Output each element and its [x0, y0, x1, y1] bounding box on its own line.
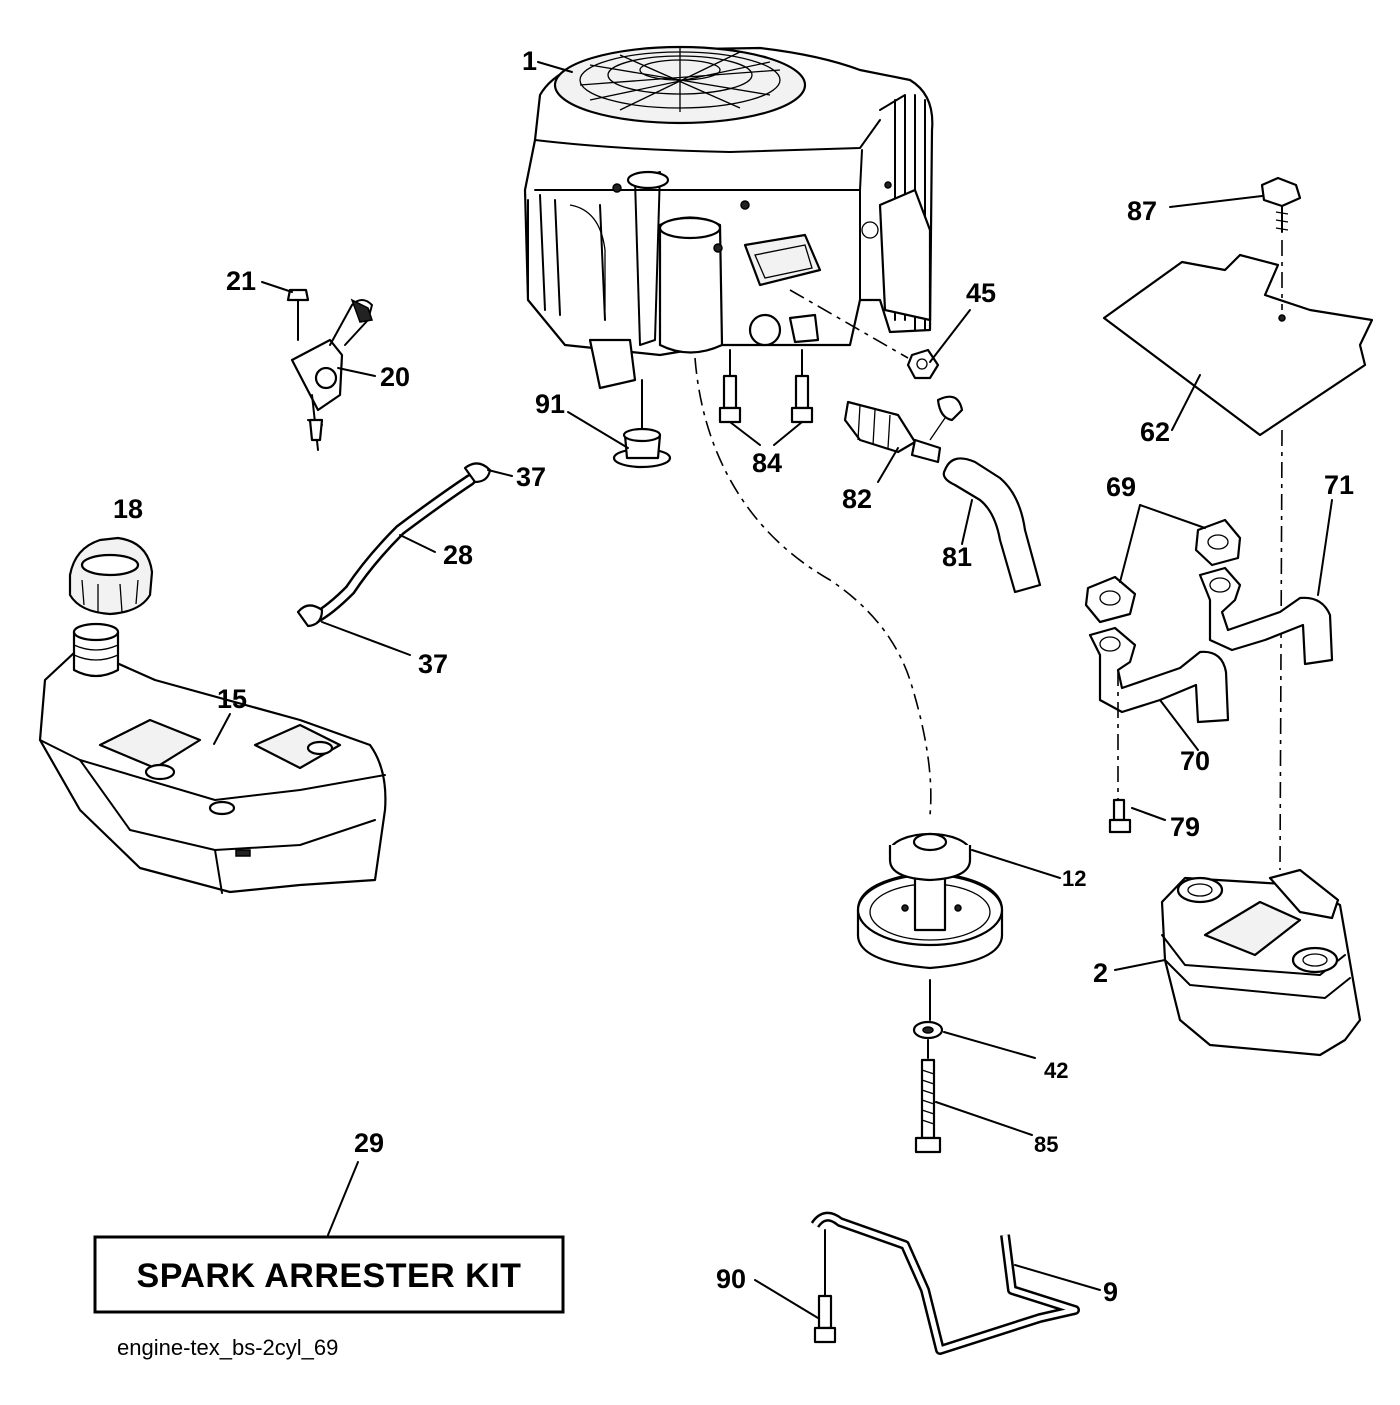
callout-15: 15 — [217, 684, 247, 714]
part-81-drain-hose[interactable] — [942, 457, 1042, 594]
callout-42: 42 — [1044, 1058, 1068, 1083]
callout-62: 62 — [1140, 417, 1170, 447]
callout-9: 9 — [1103, 1277, 1118, 1307]
callout-18: 18 — [113, 494, 143, 524]
part-82-drain-valve[interactable] — [843, 395, 964, 464]
callout-91: 91 — [535, 389, 565, 419]
callout-29: 29 — [354, 1128, 384, 1158]
callout-82: 82 — [842, 484, 872, 514]
part-15-fuel-tank[interactable] — [38, 622, 387, 894]
callout-37-lower: 37 — [418, 649, 448, 679]
part-87-screw[interactable] — [1260, 176, 1302, 233]
part-69-gasket-right[interactable] — [1194, 518, 1242, 567]
callout-1: 1 — [522, 46, 537, 76]
leader-lines — [213, 61, 1333, 1319]
part-9-rod[interactable] — [810, 1211, 1080, 1355]
part-18-fuel-cap[interactable] — [68, 536, 154, 616]
part-70-exhaust-pipe[interactable] — [1088, 626, 1230, 724]
part-90-screw[interactable] — [813, 1294, 837, 1344]
callout-21: 21 — [226, 266, 256, 296]
part-42-washer[interactable] — [912, 1020, 944, 1040]
part-62-heat-shield[interactable] — [1102, 253, 1374, 437]
callout-2: 2 — [1093, 958, 1108, 988]
part-37-clamp-lower[interactable] — [296, 604, 324, 628]
part-84-bolts[interactable] — [718, 374, 814, 424]
spark-arrester-kit-box[interactable]: SPARK ARRESTER KIT — [93, 1235, 565, 1314]
part-79-screw[interactable] — [1108, 798, 1132, 834]
callout-28: 28 — [443, 540, 473, 570]
part-45-nut[interactable] — [906, 348, 940, 380]
part-71-exhaust-pipe[interactable] — [1198, 566, 1334, 666]
callout-84: 84 — [752, 448, 782, 478]
callout-20: 20 — [380, 362, 410, 392]
callout-79: 79 — [1170, 812, 1200, 842]
part-85-bolt[interactable] — [914, 1058, 942, 1154]
part-20-throttle-control[interactable] — [290, 298, 373, 451]
callout-45: 45 — [966, 278, 996, 308]
callout-37-upper: 37 — [516, 462, 546, 492]
part-2-muffler[interactable] — [1160, 868, 1362, 1057]
part-91-bushing[interactable] — [612, 427, 672, 469]
part-69-gasket-left[interactable] — [1084, 575, 1137, 624]
figure-id: engine-tex_bs-2cyl_69 — [117, 1335, 338, 1360]
part-21-screw[interactable] — [286, 288, 310, 341]
callout-69: 69 — [1106, 472, 1136, 502]
spark-arrester-kit-label: SPARK ARRESTER KIT — [137, 1257, 522, 1295]
callout-70: 70 — [1180, 746, 1210, 776]
callout-90: 90 — [716, 1264, 746, 1294]
part-28-fuel-line[interactable] — [309, 474, 476, 624]
callout-85: 85 — [1034, 1132, 1058, 1157]
callout-87: 87 — [1127, 196, 1157, 226]
callout-81: 81 — [942, 542, 972, 572]
engine-assembly[interactable] — [523, 45, 934, 390]
part-12-pulley[interactable] — [856, 832, 1004, 970]
callout-71: 71 — [1324, 470, 1354, 500]
callout-12: 12 — [1062, 866, 1086, 891]
